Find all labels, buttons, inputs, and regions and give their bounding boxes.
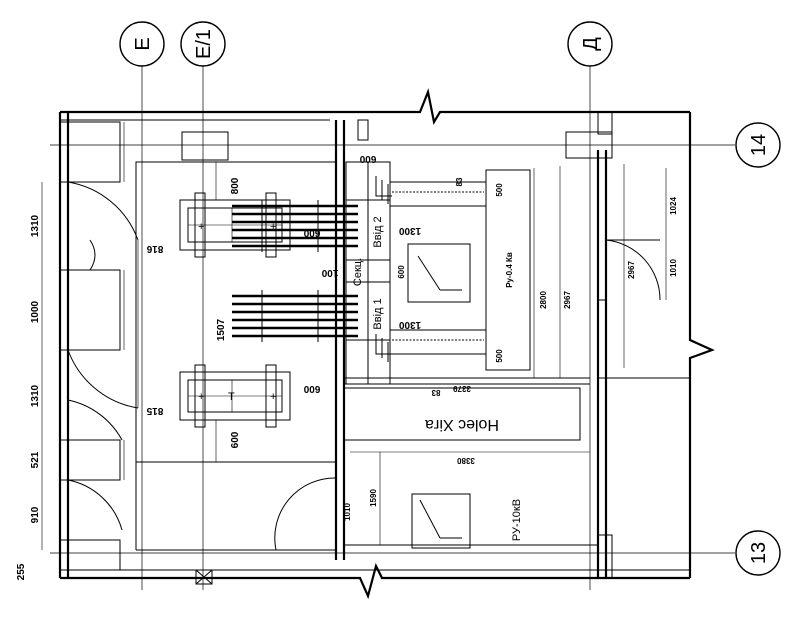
busbar-upper: [232, 204, 358, 248]
dim-500-top: 500: [495, 183, 504, 197]
dim-2800: 2800: [539, 291, 548, 309]
dim-3380: 3380: [457, 456, 475, 465]
dimension-lines: [41, 162, 667, 550]
grid-marker-x: [195, 569, 213, 585]
axis-label-13: 13: [748, 542, 770, 564]
svg-text:+: +: [270, 221, 276, 233]
cable-tray-lower: [375, 329, 487, 362]
cable-tray-upper: [375, 176, 487, 207]
interior-walls: [135, 120, 690, 578]
dim-left-1310-top: 1310: [30, 214, 41, 237]
dim-left-255: 255: [16, 563, 27, 580]
dim-1010-bottom: 1010: [343, 503, 352, 521]
dim-600-mid: 600: [303, 227, 320, 238]
dim-600-tr: 600: [303, 383, 320, 394]
dim-800: 800: [230, 177, 241, 194]
dim-1507: 1507: [216, 318, 227, 341]
dim-1590: 1590: [369, 489, 378, 507]
dim-100: 100: [321, 267, 338, 278]
left-wall-blocks: [59, 121, 125, 571]
dim-600-low: 600: [230, 431, 241, 448]
right-door: [605, 239, 661, 301]
room-ru10-label: РУ-10кВ: [511, 499, 523, 541]
dim-left-1000: 1000: [30, 300, 41, 323]
dim-left-1310-bot: 1310: [30, 384, 41, 407]
busbar-lower: [232, 200, 358, 342]
holec-hall: Holec Хіга: [343, 387, 581, 441]
dim-600-top: 600: [359, 153, 376, 164]
dim-1024: 1024: [669, 197, 678, 215]
dim-left-910: 910: [30, 506, 41, 523]
axis-bubble-13: 13: [735, 530, 781, 576]
hatched-walls: [357, 111, 613, 579]
svg-text:+: +: [198, 221, 204, 233]
axis-label-e1: Е/1: [193, 29, 215, 59]
dim-1010-right: 1010: [669, 259, 678, 277]
transformer-2: + + T: [179, 364, 291, 428]
grid-lines: [50, 64, 735, 590]
panel-input-2: Ввід 2: [372, 216, 384, 247]
room-ru04-label: Ру-0.4 Кв: [505, 252, 514, 288]
dim-600-box: 600: [397, 265, 406, 279]
ru-10-room: РУ-10кВ: [411, 493, 523, 549]
dim-2967-inner: 2967: [627, 261, 636, 279]
lv-panels: Ввід 2 Секц. Ввід 1: [345, 161, 391, 385]
bottom-door: [274, 477, 337, 551]
svg-text:T: T: [228, 391, 235, 403]
dim-815-bot: 815: [146, 405, 163, 416]
dim-3379: 3379: [453, 384, 471, 393]
axis-bubble-d: Д: [567, 21, 613, 67]
svg-text:+: +: [270, 391, 276, 403]
dim-1300-bot: 1300: [398, 319, 421, 330]
axis-label-14: 14: [748, 134, 770, 156]
axis-label-e: Е: [132, 37, 154, 50]
ru-04-board: Ру-0.4 Кв: [407, 169, 531, 371]
panel-section: Секц.: [352, 258, 364, 286]
dim-1300-top: 1300: [398, 225, 421, 236]
dimension-labels: 1310 1000 1310 521 910 255 816 815 800 6…: [16, 153, 678, 580]
axis-bubble-e: Е: [119, 21, 165, 67]
dim-500-bot: 500: [495, 349, 504, 363]
dim-2967-outer: 2967: [563, 291, 572, 309]
panel-input-1: Ввід 1: [372, 298, 384, 329]
axis-bubble-e1: Е/1: [180, 21, 226, 67]
axis-bubble-14: 14: [735, 122, 781, 168]
dim-83-bot: 83: [431, 388, 440, 397]
dim-816-top: 816: [146, 243, 163, 254]
exterior-walls: [58, 88, 715, 600]
axis-label-d: Д: [580, 37, 602, 51]
dim-left-521: 521: [30, 451, 41, 468]
room-holec-label: Holec Хіга: [425, 416, 499, 433]
dim-83-top: 83: [455, 177, 464, 186]
transformer-1: + +: [179, 192, 291, 258]
svg-text:+: +: [198, 391, 204, 403]
left-doors: [67, 181, 139, 531]
